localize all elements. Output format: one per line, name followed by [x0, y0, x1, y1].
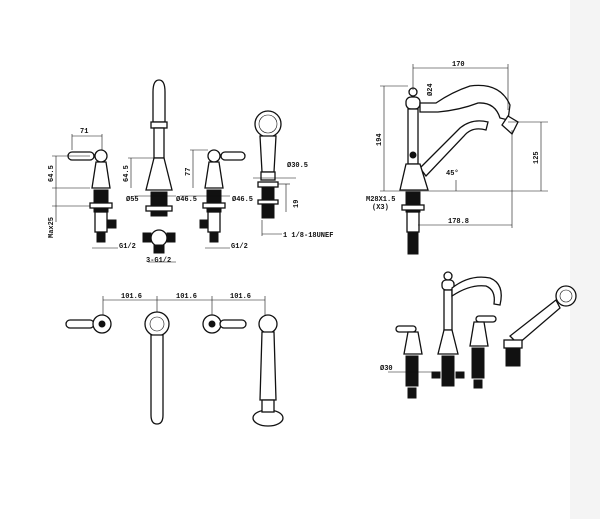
- handshower: [254, 110, 282, 219]
- front-view: 71 64.5 Max25 64.5 Ø55 Ø46.5 77 Ø46.5 Ø3…: [48, 79, 333, 265]
- dim-170: 170: [452, 61, 465, 69]
- dim-64-5-center: 64.5: [123, 165, 131, 182]
- dim-thread-unef: 1 1/8-18UNEF: [283, 232, 333, 240]
- dim-101-6-c: 101.6: [230, 293, 251, 301]
- page-edge: [570, 0, 600, 519]
- dim-77: 77: [185, 168, 193, 176]
- dim-g1-2-right: G1/2: [231, 243, 248, 251]
- dim-101-6-b: 101.6: [176, 293, 197, 301]
- dim-71: 71: [80, 128, 88, 136]
- dim-max25: Max25: [48, 217, 56, 238]
- dim-3-g1-2: 3-G1/2: [146, 257, 171, 265]
- dim-45-deg: 45°: [446, 169, 459, 178]
- dim-178-8: 178.8: [448, 218, 469, 226]
- dim-d55: Ø55: [126, 195, 139, 204]
- dim-d30: Ø30: [380, 364, 393, 373]
- dim-125: 125: [533, 151, 541, 164]
- dim-64-5-left: 64.5: [48, 165, 56, 182]
- dim-19: 19: [293, 200, 301, 208]
- dim-m28: M28X1.5: [366, 196, 395, 204]
- iso-view: Ø30: [380, 271, 577, 399]
- dim-d46-5-b: Ø46.5: [232, 195, 253, 204]
- dim-d24: Ø24: [426, 83, 435, 96]
- right-valve: [199, 149, 246, 243]
- side-view: 170 Ø24 194 125 45° M28X1.5 (X3) 178.8: [366, 61, 548, 255]
- dim-x3: (X3): [372, 204, 389, 212]
- dim-d46-5-a: Ø46.5: [176, 195, 197, 204]
- dim-d30-5: Ø30.5: [287, 161, 308, 170]
- dim-g1-2-left: G1/2: [119, 243, 136, 251]
- dim-194: 194: [376, 133, 384, 146]
- dim-101-6-a: 101.6: [121, 293, 142, 301]
- left-valve: [67, 149, 117, 243]
- top-view: 101.6 101.6 101.6: [65, 293, 284, 427]
- center-spout: [142, 79, 176, 254]
